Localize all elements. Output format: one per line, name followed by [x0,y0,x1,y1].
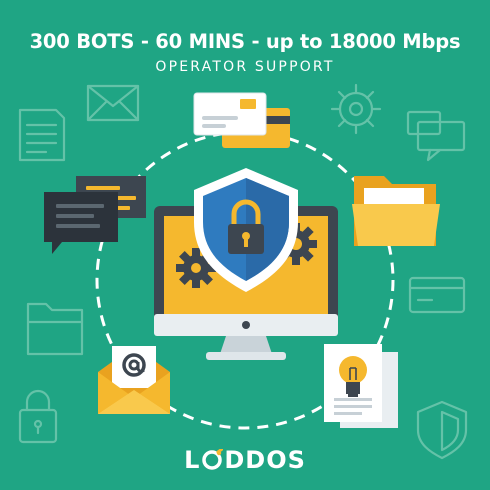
shield-outline-icon [416,400,468,460]
logo-suffix: DDOS [224,446,306,474]
gear-outline-icon [330,83,382,135]
credit-card-icon [193,92,290,148]
headline: 300 BOTS - 60 MINS - up to 18000 Mbps [29,30,461,53]
logo-o-icon [201,449,224,471]
lightbulb-icon [339,356,367,397]
credit-card-outline-icon [408,276,466,314]
folder-icon [352,176,440,246]
envelope-icon [98,346,170,414]
document-icon [324,344,398,428]
subline: OPERATOR SUPPORT [155,59,335,75]
chat-icon [44,176,146,254]
dashed-orbit [95,130,395,430]
mail-outline-icon [86,84,140,122]
logo-prefix: L [184,446,201,474]
document-outline-icon [18,108,66,162]
folder-outline-icon [26,302,84,356]
logo-wordmark: L DDOS [184,446,306,474]
at-sign-icon [122,353,146,377]
lock-icon [228,199,264,254]
chat-outline-icon [406,110,466,162]
lock-outline-icon [18,389,58,444]
brand-logo: L DDOS [0,443,490,477]
